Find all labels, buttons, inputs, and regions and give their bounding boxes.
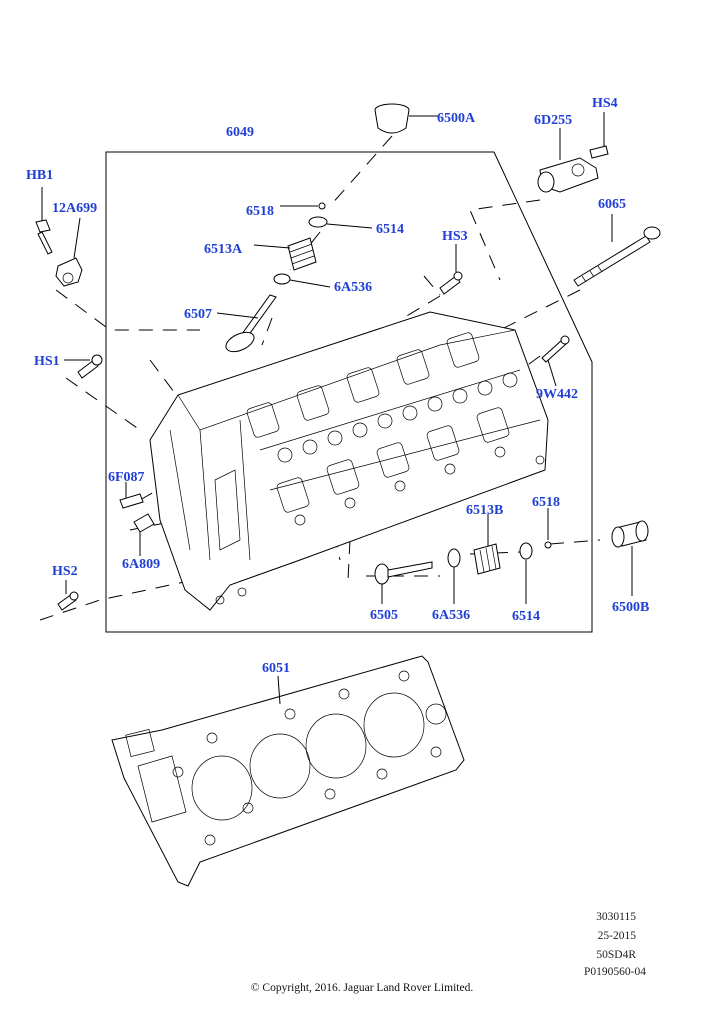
- callout-6065[interactable]: 6065: [598, 197, 626, 212]
- tappet-top: [374, 103, 410, 134]
- intake-valve: [216, 294, 277, 353]
- tappet-bottom: [611, 520, 649, 596]
- callout-6518-bot[interactable]: 6518: [532, 495, 560, 510]
- callout-hs3[interactable]: HS3: [442, 229, 468, 244]
- callout-hs1[interactable]: HS1: [34, 354, 60, 369]
- callout-6500a[interactable]: 6500A: [437, 111, 476, 126]
- plug-6f087: [119, 482, 144, 509]
- bolt-hs3: [439, 244, 463, 295]
- exhaust-valve: [374, 561, 433, 604]
- callout-6a536-top[interactable]: 6A536: [334, 280, 373, 295]
- reference-code-2: 25-2015: [597, 930, 636, 942]
- reference-code-1: 3030115: [596, 911, 636, 923]
- callout-6513a[interactable]: 6513A: [204, 242, 243, 257]
- callout-6a536-bot[interactable]: 6A536: [432, 608, 471, 623]
- callout-12a699[interactable]: 12A699: [52, 201, 98, 216]
- valve-retainer-bottom: [519, 542, 533, 604]
- bolt-hs2: [57, 580, 79, 611]
- callout-hs4[interactable]: HS4: [592, 96, 618, 111]
- copyright-notice: © Copyright, 2016. Jaguar Land Rover Lim…: [250, 982, 474, 994]
- callout-9w442[interactable]: 9W442: [536, 387, 578, 402]
- valve-spring-bottom: [473, 514, 501, 575]
- callout-6051[interactable]: 6051: [262, 661, 290, 676]
- callout-6049[interactable]: 6049: [226, 125, 254, 140]
- sensor-bolt-assembly: [35, 187, 83, 287]
- head-gasket: [111, 655, 465, 887]
- fitting-6a809: [133, 513, 155, 556]
- callout-6513b[interactable]: 6513B: [466, 503, 504, 518]
- bolt-hs1: [64, 354, 103, 379]
- valve-seal-bottom: [447, 548, 461, 604]
- reference-code-3: 50SD4R: [596, 949, 636, 961]
- callout-hs2[interactable]: HS2: [52, 564, 78, 579]
- head-bolt: [573, 214, 661, 287]
- oil-control-solenoid: [537, 112, 609, 193]
- reference-code-4: P0190560-04: [584, 966, 646, 978]
- callout-hb1[interactable]: HB1: [26, 168, 54, 183]
- callout-6d255[interactable]: 6D255: [534, 113, 573, 128]
- cylinder-head: [149, 311, 549, 611]
- valve-spring-top: [253, 237, 317, 271]
- valve-seal-top: [273, 273, 331, 288]
- callout-6514-bot[interactable]: 6514: [512, 609, 540, 624]
- callout-6514-top[interactable]: 6514: [376, 222, 404, 237]
- callout-6505[interactable]: 6505: [370, 608, 398, 623]
- callout-6a809[interactable]: 6A809: [122, 557, 161, 572]
- valve-keeper-bottom: [544, 508, 552, 549]
- valve-collet-top: [280, 202, 373, 229]
- assembly-frame: [105, 151, 593, 633]
- bolt-9w442: [541, 335, 570, 387]
- callout-6f087[interactable]: 6F087: [108, 470, 145, 485]
- callout-6507[interactable]: 6507: [184, 307, 212, 322]
- callout-6500b[interactable]: 6500B: [612, 600, 650, 615]
- callout-6518-top[interactable]: 6518: [246, 204, 274, 219]
